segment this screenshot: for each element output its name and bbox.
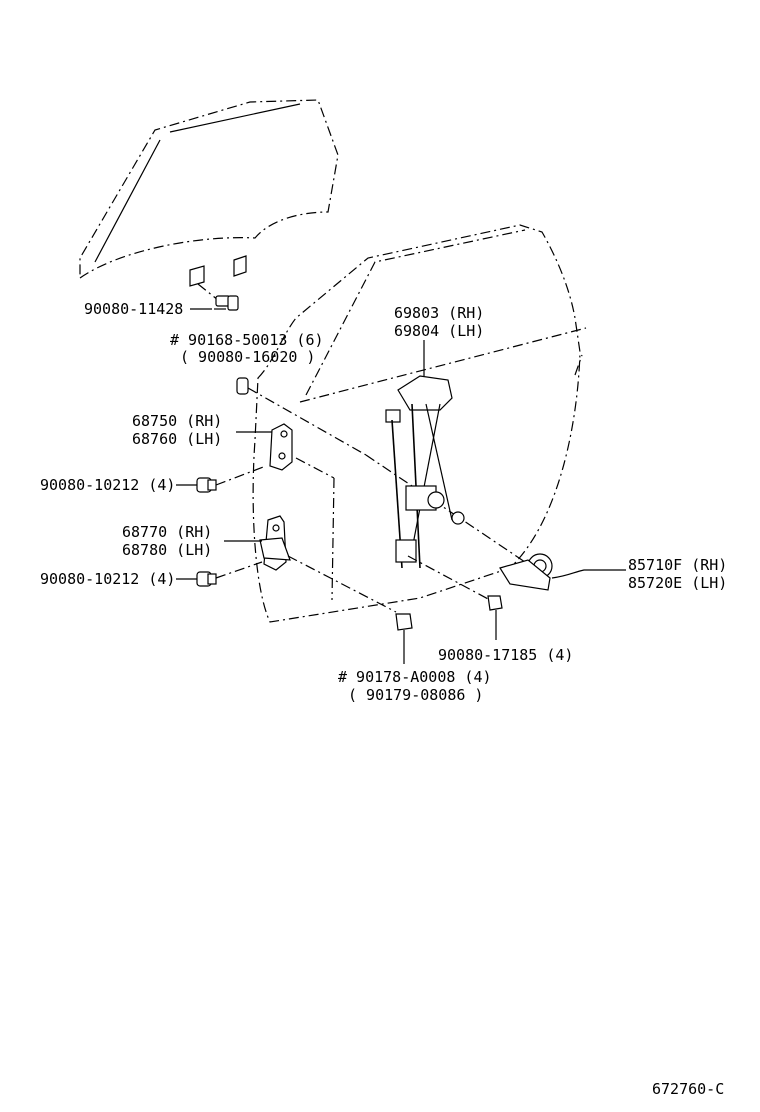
nut-main-icon <box>395 613 413 664</box>
bolt-upper-icon <box>196 465 267 493</box>
label-hinge-upper-lh: 68760 (LH) <box>132 430 222 448</box>
label-nut-main: # 90178-A0008 (4) <box>338 668 492 686</box>
label-nut-regulator: 90080-17185 (4) <box>438 646 573 664</box>
bolt-lower-icon <box>196 561 263 587</box>
label-nut-alt: ( 90179-08086 ) <box>348 686 483 704</box>
label-hinge-upper-rh: 68750 (RH) <box>132 412 222 430</box>
label-bolt-upper: 90080-10212 (4) <box>40 476 175 494</box>
label-screw-main: # 90168-50013 (6) <box>170 331 324 349</box>
nut-regulator-icon <box>407 555 503 640</box>
label-hinge-lower-lh: 68780 (LH) <box>122 541 212 559</box>
regulator-motor <box>499 553 626 591</box>
upper-hinge <box>269 423 335 601</box>
label-screw-alt: ( 90080-16020 ) <box>180 348 315 366</box>
label-bolt-lower: 90080-10212 (4) <box>40 570 175 588</box>
label-regulator-lh: 69804 (LH) <box>394 322 484 340</box>
label-motor-lh: 85720E (LH) <box>628 574 727 592</box>
diagram-code: 672760-C <box>652 1080 724 1098</box>
window-regulator <box>385 375 465 569</box>
screw-icon <box>236 377 529 565</box>
lower-hinge <box>259 515 397 613</box>
door-glass <box>79 99 339 287</box>
glass-bolt-icon <box>197 283 239 311</box>
label-hinge-lower-rh: 68770 (RH) <box>122 523 212 541</box>
label-motor-rh: 85710F (RH) <box>628 556 727 574</box>
label-regulator-rh: 69803 (RH) <box>394 304 484 322</box>
leader-lines <box>176 308 425 580</box>
rear-door-panel <box>252 224 587 623</box>
label-glass-bolt: 90080-11428 <box>84 300 183 318</box>
